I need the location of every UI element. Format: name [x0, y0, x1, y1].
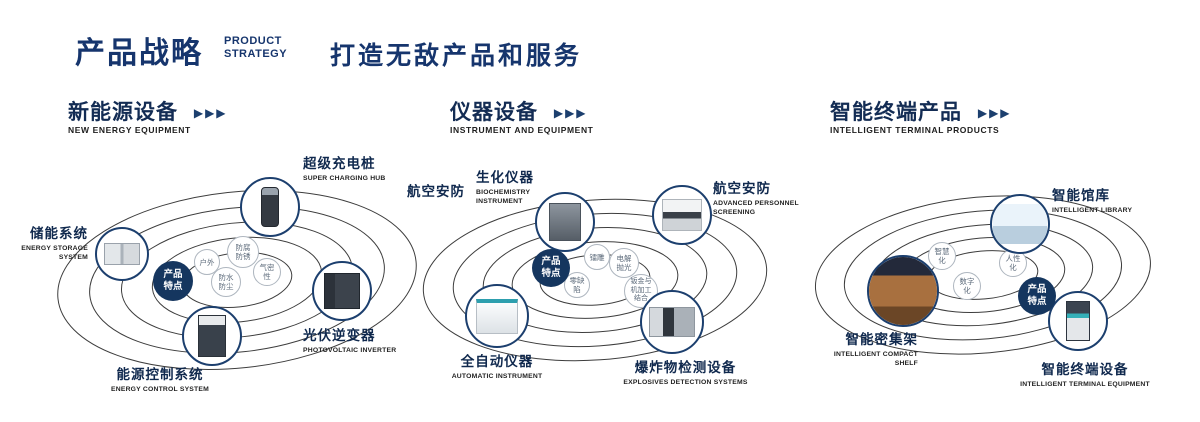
section-subtitle-instrument: INSTRUMENT AND EQUIPMENT	[450, 125, 594, 135]
label-energy-storage: 储能系统 ENERGY STORAGE SYSTEM	[8, 222, 88, 262]
feature-text: 气密性	[259, 263, 275, 281]
section-subtitle-intelligent-terminal: INTELLIGENT TERMINAL PRODUCTS	[830, 125, 1000, 135]
label-super-charging-hub: 超级充电桩 SUPER CHARGING HUB	[303, 152, 413, 183]
feature-bubble: 气密性	[253, 258, 281, 286]
feature-bubble: 防腐防锈	[227, 236, 259, 268]
automatic-instrument-image	[476, 298, 518, 334]
product-circle-explosives-detection	[640, 290, 704, 354]
product-circle-energy-control	[182, 306, 242, 366]
label-zh: 航空安防	[713, 181, 771, 196]
page-title-en-bottom: STRATEGY	[224, 47, 288, 60]
label-zh: 能源控制系统	[116, 367, 204, 382]
label-en: ADVANCED PERSONNEL SCREENING	[713, 199, 799, 216]
label-intelligent-library: 智能馆库 INTELLIGENT LIBRARY	[1052, 184, 1162, 215]
feature-text: 数字化	[959, 277, 975, 295]
section-title-text: 新能源设备	[68, 101, 178, 124]
label-en: INTELLIGENT LIBRARY	[1052, 206, 1133, 214]
feature-text: 镭雕	[589, 252, 605, 262]
label-compact-shelf: 智能密集架 INTELLIGENT COMPACT SHELF	[822, 328, 918, 368]
label-zh: 储能系统	[30, 226, 88, 241]
section-title-instrument: 仪器设备 ▶▶▶	[450, 96, 588, 126]
label-zh: 光伏逆变器	[303, 328, 376, 343]
label-en: INTELLIGENT COMPACT SHELF	[833, 350, 918, 367]
product-features-badge: 产品特点	[532, 249, 570, 287]
feature-bubble: 镭雕	[584, 244, 610, 270]
feature-bubble: 零缺陷	[564, 272, 590, 298]
label-explosives-detection: 爆炸物检测设备 EXPLOSIVES DETECTION SYSTEMS	[598, 356, 773, 387]
feature-bubble: 防水防尘	[211, 267, 241, 297]
biochemistry-instrument-image	[549, 203, 581, 241]
label-zh: 航空安防	[407, 184, 465, 199]
product-features-badge: 产品特点	[1018, 277, 1056, 315]
label-zh: 全自动仪器	[460, 354, 534, 369]
section-subtitle-new-energy: NEW ENERGY EQUIPMENT	[68, 125, 191, 135]
label-photovoltaic-inverter: 光伏逆变器 PHOTOVOLTAIC INVERTER	[303, 324, 413, 355]
feature-text: 户外	[199, 257, 215, 267]
inverter-image	[324, 273, 360, 309]
explosives-detector-image	[649, 307, 695, 337]
section-title-text: 仪器设备	[450, 101, 538, 124]
product-circle-personnel-screening	[652, 185, 712, 245]
label-zh: 超级充电桩	[303, 156, 376, 171]
page-title: 产品战略	[75, 37, 203, 70]
label-energy-control: 能源控制系统 ENERGY CONTROL SYSTEM	[80, 363, 240, 394]
feature-text: 防水防尘	[218, 273, 234, 291]
label-zh: 智能馆库	[1052, 188, 1110, 203]
label-en: PHOTOVOLTAIC INVERTER	[303, 346, 397, 354]
label-biochemistry: 生化仪器 BIOCHEMISTRY INSTRUMENT	[476, 166, 576, 206]
feature-text: 人性化	[1005, 254, 1021, 272]
section-title-new-energy: 新能源设备 ▶▶▶	[68, 96, 228, 126]
label-automatic-instrument: 全自动仪器 AUTOMATIC INSTRUMENT	[430, 350, 564, 381]
label-en: SUPER CHARGING HUB	[303, 174, 386, 182]
feature-text: 电解抛光	[616, 254, 632, 272]
feature-bubble: 智慧化	[928, 242, 956, 270]
label-en: INTELLIGENT TERMINAL EQUIPMENT	[1020, 380, 1150, 388]
badge-text: 产品特点	[163, 269, 183, 292]
charging-pile-image	[261, 187, 279, 227]
badge-text: 产品特点	[1027, 284, 1047, 307]
label-en: EXPLOSIVES DETECTION SYSTEMS	[623, 378, 748, 386]
feature-text: 智慧化	[934, 247, 950, 265]
label-en: ENERGY STORAGE SYSTEM	[21, 244, 88, 261]
page-title-en-top: PRODUCT	[224, 35, 282, 47]
label-personnel-screening: 航空安防 ADVANCED PERSONNEL SCREENING	[713, 177, 805, 217]
compact-shelf-image	[869, 257, 937, 325]
triple-arrow-icon: ▶▶▶	[193, 106, 228, 120]
feature-text: 防腐防锈	[235, 243, 251, 261]
page-title-en: PRODUCT STRATEGY	[224, 35, 287, 60]
label-aviation-security: 航空安防	[407, 180, 465, 200]
triple-arrow-icon: ▶▶▶	[977, 106, 1012, 120]
screening-machine-image	[662, 199, 702, 231]
product-circle-compact-shelf	[867, 255, 939, 327]
badge-text: 产品特点	[541, 256, 561, 279]
product-circle-intelligent-terminal	[1048, 291, 1108, 351]
product-circle-automatic-instrument	[465, 284, 529, 348]
feature-text: 零缺陷	[569, 276, 585, 294]
control-cabinet-image	[198, 315, 226, 357]
product-features-badge: 产品特点	[153, 261, 193, 301]
product-circle-photovoltaic-inverter	[312, 261, 372, 321]
product-circle-super-charging-hub	[240, 177, 300, 237]
terminal-kiosk-image	[1066, 301, 1090, 341]
feature-bubble: 电解抛光	[609, 248, 639, 278]
triple-arrow-icon: ▶▶▶	[553, 106, 588, 120]
label-zh: 智能终端设备	[1041, 362, 1129, 377]
section-title-intelligent-terminal: 智能终端产品 ▶▶▶	[830, 96, 1012, 126]
label-zh: 爆炸物检测设备	[634, 360, 737, 375]
product-circle-energy-storage	[95, 227, 149, 281]
product-circle-intelligent-library	[990, 194, 1050, 254]
label-zh: 智能密集架	[845, 332, 918, 347]
label-en: ENERGY CONTROL SYSTEM	[111, 385, 209, 393]
label-zh: 生化仪器	[476, 170, 534, 185]
feature-bubble: 数字化	[953, 272, 981, 300]
energy-storage-image	[104, 243, 140, 265]
library-room-image	[993, 204, 1047, 244]
section-title-text: 智能终端产品	[830, 101, 962, 124]
page-tagline: 打造无敌产品和服务	[330, 42, 583, 70]
label-en: BIOCHEMISTRY INSTRUMENT	[476, 188, 531, 205]
label-en: AUTOMATIC INSTRUMENT	[451, 372, 543, 380]
label-intelligent-terminal: 智能终端设备 INTELLIGENT TERMINAL EQUIPMENT	[1005, 358, 1165, 389]
feature-text: 钣金与机加工结合	[630, 278, 652, 303]
